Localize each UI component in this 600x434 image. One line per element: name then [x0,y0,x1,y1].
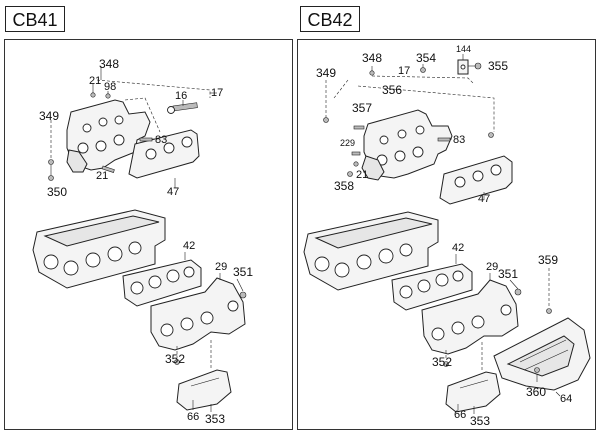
washer-348 [369,70,375,76]
callout-29: 29 [486,261,498,273]
heat-shield-66 [176,369,232,411]
callout-353: 353 [470,414,490,428]
callout-358: 358 [334,179,354,193]
nut-354 [420,67,426,73]
gasket-42 [391,263,473,311]
callout-17: 17 [398,65,410,77]
diagram-panel-cb41: 348 17 21 98 16 349 83 21 350 47 42 29 3… [4,39,293,430]
callout-47: 47 [167,186,179,198]
exhaust-manifold-29 [150,277,246,351]
callout-42: 42 [452,242,464,254]
callout-66: 66 [454,409,466,421]
callout-21-upper: 21 [89,75,101,87]
callout-29: 29 [215,261,227,273]
stud-229 [351,151,361,156]
callout-351: 351 [498,267,518,281]
callout-83: 83 [453,134,465,146]
callout-144: 144 [456,44,471,54]
callout-352: 352 [432,355,452,369]
callout-17: 17 [211,87,223,99]
washer-349 [323,117,329,123]
heat-shield-66 [445,371,501,413]
nut-360 [534,367,540,373]
callout-360: 360 [526,385,546,399]
nut-352 [443,361,449,367]
nut-351 [514,288,522,296]
stud-83 [139,137,153,142]
callout-353: 353 [205,412,225,426]
exhaust-manifold-bracket [361,109,453,181]
gasket-42 [122,259,202,307]
diagram-panel-cb42: 348 354 144 355 349 17 356 357 83 229 21… [297,39,596,430]
callout-47: 47 [478,193,490,205]
callout-42: 42 [183,240,195,252]
nut-350 [48,175,54,181]
callout-348: 348 [362,51,382,65]
bolt-16 [167,102,198,114]
callout-355: 355 [488,59,508,73]
gasket-47-upper [128,129,200,179]
nut-21 [353,161,359,167]
nut-358 [347,171,353,177]
exhaust-manifold-29 [421,279,519,355]
callout-229: 229 [340,138,355,148]
cylinder-head [32,209,166,289]
callout-349: 349 [39,109,59,123]
callout-98: 98 [104,81,116,93]
callout-21-lower: 21 [96,170,108,182]
stud-357 [353,125,365,130]
panel-title-cb42: CB42 [300,6,360,32]
callout-66: 66 [187,411,199,423]
nut-21-upper [90,92,96,98]
callout-356: 356 [382,83,402,97]
callout-64: 64 [560,393,572,405]
exhaust-manifold-bracket [66,99,151,173]
callout-354: 354 [416,51,436,65]
gasket-47-upper [439,155,513,205]
callout-352: 352 [165,352,185,366]
washer-349 [48,159,54,165]
callout-83: 83 [155,134,167,146]
callout-350: 350 [47,185,67,199]
exploded-view-cb42: 348 354 144 355 349 17 356 357 83 229 21… [303,44,591,428]
nut-359 [546,308,552,314]
callout-16: 16 [175,90,187,102]
callout-348: 348 [99,57,119,71]
cylinder-head [303,211,439,291]
nut-352 [174,359,180,365]
bracket-144 [457,59,469,75]
exploded-view-cb41: 348 17 21 98 16 349 83 21 350 47 42 29 3… [32,57,253,426]
callout-351: 351 [233,265,253,279]
nut-351 [239,291,247,299]
stud-83 [437,137,451,142]
stud-21-lower [101,165,115,173]
heat-shield-64 [493,317,591,391]
callout-21: 21 [356,169,368,181]
callout-359: 359 [538,253,558,267]
washer-right [488,132,494,138]
callout-349: 349 [316,66,336,80]
washer-98 [105,93,111,99]
callout-357: 357 [352,101,372,115]
panel-title-cb41: CB41 [5,6,65,32]
